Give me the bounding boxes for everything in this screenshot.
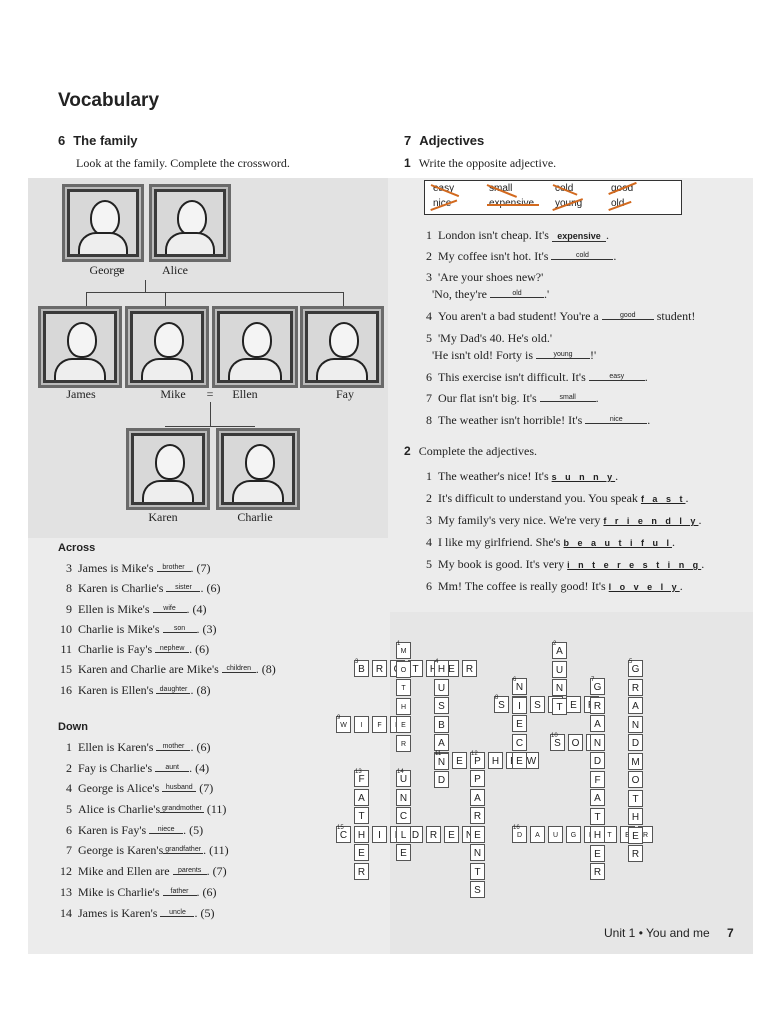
ex1-sentence-5-line-2: 'He isn't old! Forty is young!' [432, 348, 597, 362]
photo-mike [125, 306, 209, 388]
section-6-instruction: Look at the family. Complete the crosswo… [76, 156, 290, 170]
tree-line [343, 292, 344, 306]
photo-fay [300, 306, 384, 388]
strike-mark [487, 204, 539, 206]
word-old: old [611, 198, 625, 209]
page-title: Vocabulary [58, 90, 160, 111]
crossword-area-background [390, 612, 753, 954]
tree-line [86, 292, 344, 293]
section-6-number: 6 [58, 133, 66, 148]
name-alice: Alice [162, 263, 188, 277]
section-7-title: Adjectives [419, 133, 485, 148]
photo-karen [126, 428, 210, 510]
section-6-heading: 6 The family [58, 133, 138, 148]
name-james: James [66, 387, 96, 401]
tree-line [210, 402, 211, 426]
footer-separator: • [638, 926, 643, 940]
adjective-word-box: easy small cold good nice expensive youn… [424, 180, 682, 215]
name-ellen: Ellen [232, 387, 258, 401]
name-charlie: Charlie [237, 510, 273, 524]
word-expensive: expensive [489, 198, 534, 209]
ex1-sentence-3-line-2: 'No, they're old.' [432, 287, 550, 301]
equals-sign-1: = [117, 263, 125, 277]
name-fay: Fay [336, 387, 354, 401]
section-7-number: 7 [404, 133, 412, 148]
name-karen: Karen [148, 510, 178, 524]
tree-line [145, 280, 146, 292]
photo-ellen [212, 306, 298, 388]
ex1-sentence-3: 3'Are your shoes new?' [426, 270, 544, 284]
tree-line [165, 426, 255, 427]
tree-line [165, 292, 166, 306]
across-heading: Across [58, 542, 96, 554]
footer-topic: You and me [646, 926, 710, 940]
section-7-heading: 7 Adjectives [404, 133, 484, 148]
equals-sign-2: = [206, 387, 214, 401]
page-number: 7 [726, 926, 734, 940]
name-mike: Mike [160, 387, 186, 401]
photo-james [38, 306, 122, 388]
down-heading: Down [58, 721, 88, 733]
ex1-sentence-5: 5'My Dad's 40. He's old.' [426, 331, 552, 345]
photo-george [62, 184, 144, 262]
tree-line [86, 292, 87, 306]
page-footer: Unit 1 • You and me 7 [604, 926, 734, 940]
photo-alice [149, 184, 231, 262]
section-6-title: The family [73, 133, 138, 148]
photo-charlie [216, 428, 300, 510]
name-george: George [89, 263, 125, 277]
footer-unit: Unit 1 [604, 926, 636, 940]
